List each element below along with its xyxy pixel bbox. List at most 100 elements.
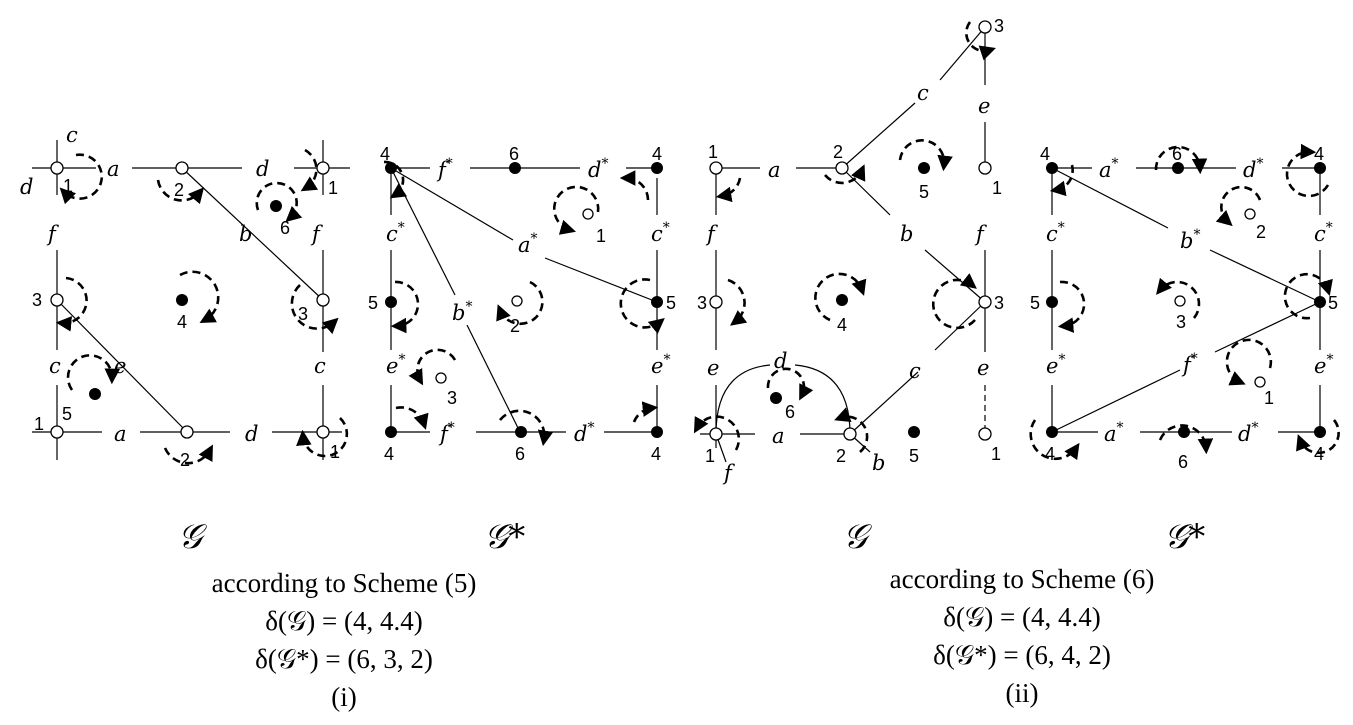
edge-label: c*: [651, 220, 670, 246]
edge-label: d: [774, 349, 787, 373]
face-vertex: [1254, 376, 1266, 388]
rotation-arrow: [179, 270, 220, 324]
vertex-label: 6: [1178, 452, 1188, 472]
rotation-arrow: [834, 407, 869, 453]
vertex-label: 1: [34, 414, 44, 434]
edge-label: f: [310, 222, 323, 246]
face-label: 4: [837, 315, 847, 335]
face-label: 5: [919, 182, 929, 202]
vertex: [651, 426, 663, 438]
vertex: [509, 162, 521, 174]
rotation-arrow: [1285, 143, 1330, 198]
edge-label: f: [46, 222, 59, 246]
vertex: [651, 296, 663, 308]
panel-ii-dual: a* d* b* c* c* f* e* e* a* d* 4 6 4 5 5 …: [1029, 143, 1340, 472]
panel-i-dual: f* d* c* a* c* b* e* e* f* d* 4 6 4 5 5 …: [368, 144, 676, 464]
dual-graph-name: 𝒢*: [484, 517, 525, 557]
vertex: [1314, 296, 1326, 308]
face-vertex: [89, 388, 101, 400]
edge-label: b: [900, 222, 913, 246]
edge-a-star: [544, 257, 658, 303]
edge-label: d*: [588, 156, 608, 182]
vertex: [180, 425, 194, 439]
edge-label: c*: [386, 220, 405, 246]
rotation-arrow: [1154, 145, 1208, 175]
vertex-label: 2: [836, 446, 846, 466]
caption-ii: 𝒢 𝒢* according to Scheme (6) δ(𝒢) = (4, …: [843, 517, 1205, 708]
vertex: [515, 426, 527, 438]
edge-label: e*: [386, 352, 405, 378]
face-vertex: [176, 294, 188, 306]
vertex-label: 6: [1172, 144, 1182, 164]
vertex-label: 4: [1314, 444, 1324, 464]
edge-c-upper: [939, 26, 986, 81]
rotation-arrow: [59, 153, 104, 205]
vertex-label: 1: [992, 178, 1002, 198]
face-label: 1: [596, 226, 606, 246]
vertex: [843, 427, 857, 441]
face-label: 4: [177, 312, 187, 332]
graph-name: 𝒢: [843, 517, 872, 557]
vertex: [709, 161, 723, 175]
vertex-label: 6: [509, 144, 519, 164]
subfigure-label: (i): [331, 682, 356, 712]
vertex: [978, 20, 992, 34]
vertex-label: 4: [651, 444, 661, 464]
vertex-label: 1: [991, 444, 1001, 464]
edge-label: e: [978, 94, 990, 118]
face-vertex: [511, 295, 523, 307]
rotation-arrow: [408, 348, 457, 386]
edge-b-star: [1209, 249, 1321, 303]
rotation-arrow: [715, 177, 742, 203]
vertex: [385, 426, 397, 438]
face-vertex: [582, 208, 594, 220]
edge-label: f*: [1181, 351, 1198, 377]
rotation-arrow: [1225, 338, 1273, 386]
edge-label: f: [722, 461, 735, 485]
vertex: [316, 425, 330, 439]
face-label: 2: [1256, 222, 1266, 242]
edge-label: a*: [518, 231, 538, 257]
edge-label: e: [977, 356, 989, 380]
edge-label: c: [49, 354, 61, 378]
vertex-label: 4: [380, 144, 390, 164]
face-vertex: [908, 426, 920, 438]
edge-label: d: [245, 422, 258, 446]
vertex-label: 1: [328, 178, 338, 198]
vertex-label: 4: [1314, 144, 1324, 164]
vertex-label: 3: [32, 290, 42, 310]
face-vertex: [435, 372, 447, 384]
vertex: [50, 161, 64, 175]
face-vertex: [836, 294, 848, 306]
rotation-arrow: [290, 284, 339, 335]
rotation-arrow: [1158, 424, 1214, 455]
rotation-arrow: [766, 367, 814, 401]
vertex-label: 4: [384, 444, 394, 464]
rotation-arrow: [814, 272, 867, 322]
face-vertex: [770, 392, 782, 404]
vertex-label: 1: [708, 142, 718, 162]
vertex-label: 5: [1030, 293, 1040, 313]
vertex: [1172, 162, 1184, 174]
rotation-arrow: [296, 417, 349, 458]
edge-d-arc: [715, 364, 771, 435]
face-label: 2: [510, 316, 520, 336]
vertex: [1178, 426, 1190, 438]
rotation-arrow: [395, 406, 429, 430]
edge-label: a: [768, 158, 781, 182]
vertex: [385, 162, 397, 174]
vertex-label: 2: [833, 142, 843, 162]
rotation-arrow: [1296, 419, 1340, 455]
face-label: 3: [447, 388, 457, 408]
dual-graph-name: 𝒢*: [1164, 517, 1205, 557]
panel-ii-graph: c e a b f f e d c e a f b 3 1 2 1 3 3 1 …: [693, 16, 1004, 485]
face-vertex: [1174, 295, 1186, 307]
edge-label: c*: [1046, 220, 1065, 246]
edge-label: d: [20, 175, 33, 199]
rotation-arrow: [1156, 277, 1201, 319]
vertex: [385, 296, 397, 308]
rotation-arrow: [898, 139, 953, 172]
edge-label: e: [707, 356, 719, 380]
vertex: [316, 293, 330, 307]
